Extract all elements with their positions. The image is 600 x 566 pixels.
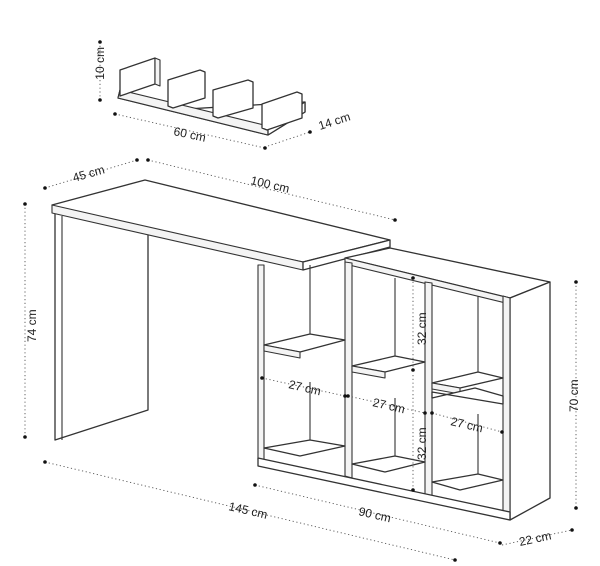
label-shelf-depth: 14 cm: [317, 109, 352, 132]
label-cabinet-length: 90 cm: [357, 504, 392, 525]
label-shelf-length: 60 cm: [172, 124, 207, 144]
label-desk-height: 74 cm: [25, 309, 39, 342]
label-cell-width-right: 27 cm: [449, 414, 484, 435]
label-cell-width-left: 27 cm: [287, 377, 322, 398]
label-shelf-height: 10 cm: [93, 47, 107, 80]
dimension-lines: [23, 40, 578, 562]
wall-shelf: [117, 57, 306, 136]
label-cell-height-lower: 32 cm: [415, 427, 429, 460]
bookcase: [257, 247, 551, 521]
label-cell-height-upper: 32 cm: [415, 312, 429, 345]
label-cabinet-height: 70 cm: [567, 379, 581, 412]
desk: [51, 179, 391, 441]
label-desk-top-length: 100 cm: [249, 173, 290, 195]
desk-leg-panel: [54, 212, 149, 441]
label-cell-width-middle: 27 cm: [371, 395, 406, 416]
label-cabinet-depth: 22 cm: [518, 528, 553, 548]
bookcase-top: [344, 247, 551, 299]
label-desk-depth: 45 cm: [71, 162, 106, 184]
label-total-length: 145 cm: [227, 499, 268, 521]
